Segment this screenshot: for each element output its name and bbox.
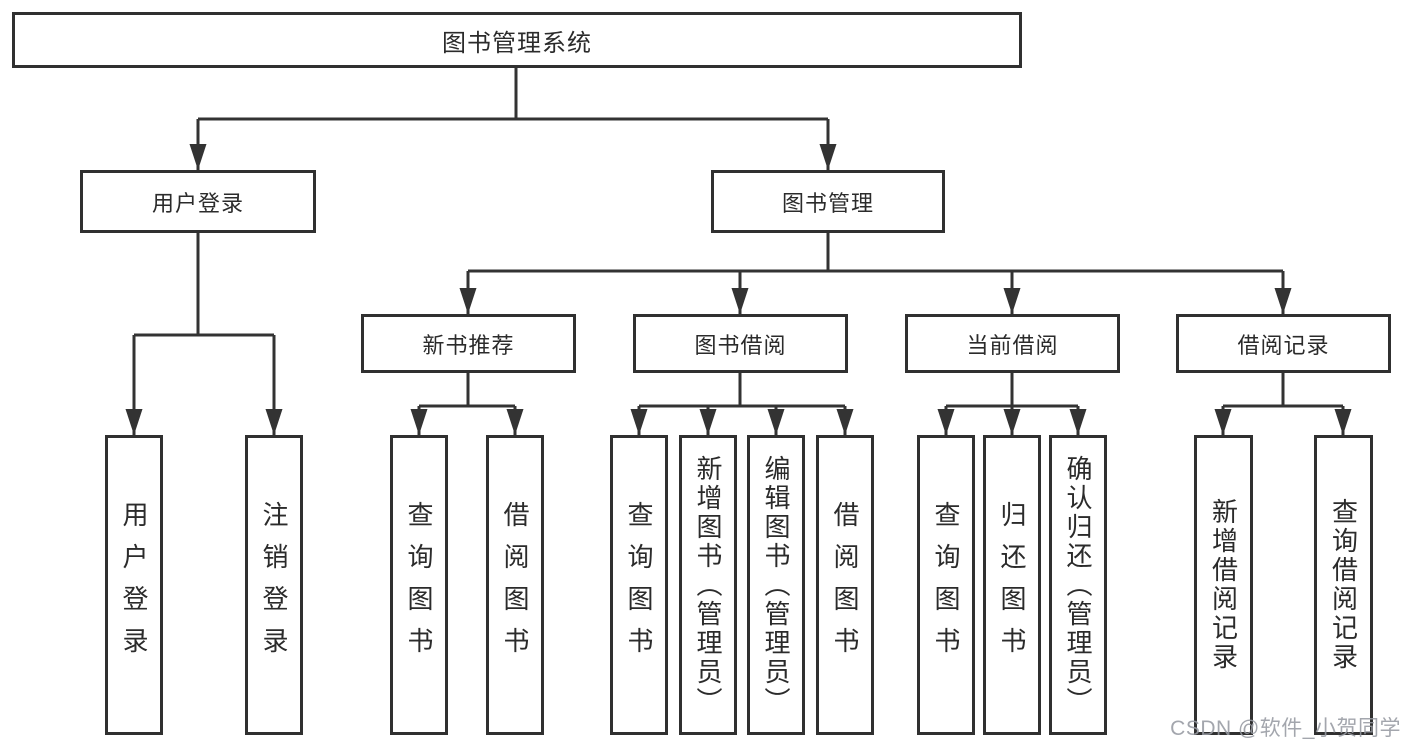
leaf-edit-book-admin: 编辑图书（管理员） [747, 435, 805, 735]
watermark: CSDN @软件_小贺同学 [1170, 717, 1401, 740]
leaf-query-book-1-label: 查询图书 [404, 501, 434, 669]
node-book-borrow-label: 图书借阅 [694, 332, 787, 358]
leaf-confirm-return-admin: 确认归还（管理员） [1049, 435, 1107, 735]
leaf-query-book-2-label: 查询图书 [624, 501, 654, 669]
leaf-return-book: 归还图书 [983, 435, 1041, 735]
arrowheads [125, 144, 1352, 435]
leaf-borrow-book-2-label: 借阅图书 [830, 501, 860, 669]
node-book-mgmt-label: 图书管理 [781, 190, 874, 216]
node-current-borrow-label: 当前借阅 [966, 332, 1059, 358]
node-user-login-label: 用户登录 [151, 190, 244, 216]
leaf-add-borrow-record-label: 新增借阅记录 [1208, 498, 1239, 672]
node-root-label: 图书管理系统 [442, 29, 592, 57]
node-new-book-recommend-label: 新书推荐 [422, 332, 515, 358]
node-borrow-record: 借阅记录 [1176, 314, 1391, 373]
leaf-logout: 注销登录 [245, 435, 303, 735]
leaf-borrow-book-2: 借阅图书 [816, 435, 874, 735]
leaf-borrow-book-1-label: 借阅图书 [500, 501, 530, 669]
leaf-query-book-2: 查询图书 [610, 435, 668, 735]
leaf-borrow-book-1: 借阅图书 [486, 435, 544, 735]
node-new-book-recommend: 新书推荐 [361, 314, 576, 373]
leaf-user-login: 用户登录 [105, 435, 163, 735]
node-root: 图书管理系统 [12, 12, 1022, 68]
leaf-add-borrow-record: 新增借阅记录 [1194, 435, 1253, 735]
leaf-logout-label: 注销登录 [259, 501, 289, 669]
leaf-return-book-label: 归还图书 [997, 501, 1027, 669]
node-book-borrow: 图书借阅 [633, 314, 848, 373]
node-user-login: 用户登录 [80, 170, 316, 233]
leaf-user-login-label: 用户登录 [119, 501, 149, 669]
leaf-add-book-admin-label: 新增图书（管理员） [693, 454, 723, 716]
leaf-query-book-3: 查询图书 [917, 435, 975, 735]
leaf-add-book-admin: 新增图书（管理员） [679, 435, 737, 735]
leaf-edit-book-admin-label: 编辑图书（管理员） [761, 454, 791, 716]
leaf-query-borrow-record-label: 查询借阅记录 [1328, 498, 1359, 672]
leaf-query-borrow-record: 查询借阅记录 [1314, 435, 1373, 735]
leaf-query-book-3-label: 查询图书 [931, 501, 961, 669]
node-book-mgmt: 图书管理 [711, 170, 945, 233]
node-borrow-record-label: 借阅记录 [1237, 332, 1330, 358]
leaf-query-book-1: 查询图书 [390, 435, 448, 735]
leaf-confirm-return-admin-label: 确认归还（管理员） [1063, 454, 1093, 716]
node-current-borrow: 当前借阅 [905, 314, 1120, 373]
